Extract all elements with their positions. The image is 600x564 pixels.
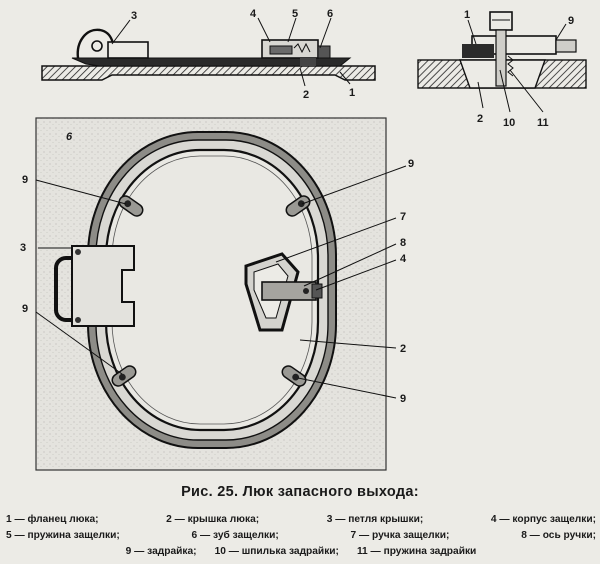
callout-plan-3: 3 [20,242,26,254]
hatch-drawing: 3 4 5 6 2 1 1 9 2 10 11 [20,8,587,471]
callout-plan-9d: 9 [400,393,406,405]
callout-right-2: 2 [477,113,483,125]
hinge [54,245,135,327]
callout-right-10: 10 [503,117,515,129]
callout-top-5: 5 [292,8,298,20]
dog-top-left [118,195,144,217]
legend-item-1: 1 — фланец люка; [6,514,99,525]
callout-top-1: 1 [349,87,355,99]
callout-right-11: 11 [537,117,549,129]
dog-bottom-right [281,365,307,387]
callout-right-9: 9 [568,15,574,27]
figure-legend: 1 — фланец люка; 2 — крышка люка; 3 — пе… [6,512,596,560]
callout-plan-9b: 9 [408,158,414,170]
callout-plan-6: 6 [66,131,73,143]
legend-item-6: 6 — зуб защелки; [191,530,279,541]
callout-plan-9c: 9 [22,303,28,315]
callout-top-2: 2 [303,89,309,101]
legend-item-8: 8 — ось ручки; [521,530,596,541]
latch [244,252,323,332]
legend-item-9: 9 — задрайка; [125,546,197,557]
callout-plan-2: 2 [400,343,406,355]
top-section-view: 3 4 5 6 2 1 [41,8,376,101]
legend-item-11: 11 — пружина задрайки [356,546,477,557]
legend-item-5: 5 — пружина защелки; [6,530,120,541]
legend-item-7: 7 — ручка защелки; [350,530,450,541]
figure-caption: Рис. 25. Люк запасного выхода: [181,484,419,500]
callout-plan-7: 7 [400,211,406,223]
legend-item-2: 2 — крышка люка; [166,514,260,525]
legend-item-3: 3 — петля крышки; [326,514,424,525]
callout-plan-4: 4 [400,253,407,265]
legend-line-2: 5 — пружина защелки; 6 — зуб защелки; 7 … [6,528,596,544]
callout-top-4: 4 [250,8,257,20]
right-section-view: 1 9 2 10 11 [417,9,587,129]
legend-line-3: 9 — задрайка; 10 — шпилька задрайки; 11 … [6,544,596,560]
callout-plan-9a: 9 [22,174,28,186]
dog-bottom-left [111,365,137,387]
plan-view: 6 9 9 3 7 8 4 9 2 9 [20,117,414,471]
legend-item-4: 4 — корпус защелки; [490,514,596,525]
dog-top-right [285,195,311,217]
legend-line-1: 1 — фланец люка; 2 — крышка люка; 3 — пе… [6,512,596,528]
callout-right-1: 1 [464,9,470,21]
callout-top-6: 6 [327,8,333,20]
legend-item-10: 10 — шпилька задрайки; [214,546,339,557]
callout-top-3: 3 [131,10,137,22]
callout-plan-8: 8 [400,237,406,249]
